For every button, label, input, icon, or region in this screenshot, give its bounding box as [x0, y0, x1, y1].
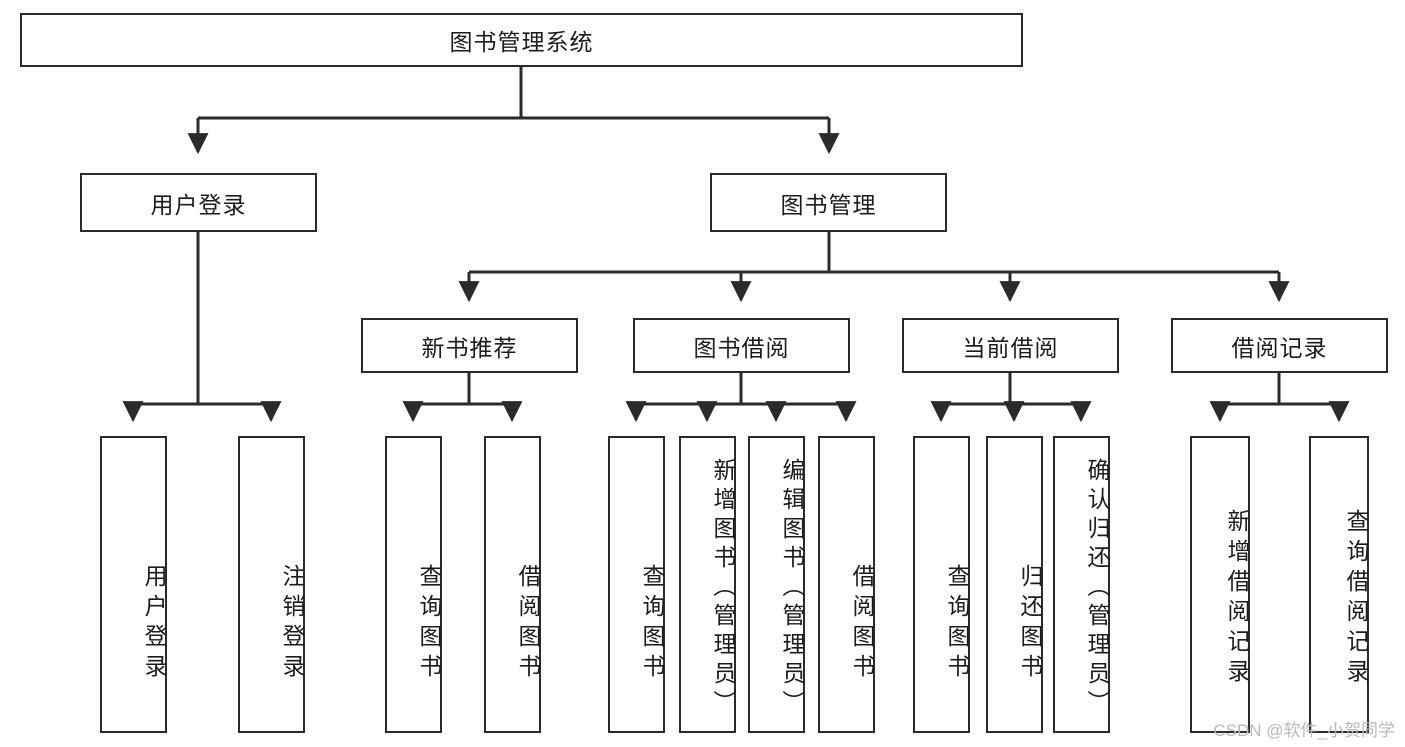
node-borrow-record[interactable]: 借阅记录	[1171, 318, 1388, 373]
leaf-confirm-return-label: 确认归还（管理员）	[1084, 458, 1110, 719]
leaf-query-book-1-label: 查询图书	[416, 563, 442, 684]
leaf-borrow-book-2-label: 借阅图书	[849, 563, 875, 684]
node-current-borrow-label: 当前借阅	[962, 334, 1059, 361]
leaf-query-record[interactable]: 查询借阅记录	[1309, 436, 1369, 733]
leaf-query-book-2-label: 查询图书	[639, 563, 665, 684]
node-borrow-record-label: 借阅记录	[1231, 334, 1328, 361]
leaf-edit-book-label: 编辑图书（管理员）	[779, 458, 805, 719]
leaf-query-book-3[interactable]: 查询图书	[913, 436, 970, 733]
node-book-manage-label: 图书管理	[780, 191, 877, 218]
node-root-label: 图书管理系统	[449, 29, 594, 55]
node-user-login-label: 用户登录	[150, 191, 247, 218]
node-user-login[interactable]: 用户登录	[80, 173, 317, 232]
leaf-borrow-book-1[interactable]: 借阅图书	[484, 436, 541, 733]
leaf-add-record-label: 新增借阅记录	[1224, 508, 1250, 689]
leaf-borrow-book-2[interactable]: 借阅图书	[818, 436, 875, 733]
node-book-borrow-label: 图书借阅	[693, 334, 790, 361]
leaf-add-book[interactable]: 新增图书（管理员）	[679, 436, 736, 733]
leaf-user-login-label: 用户登录	[141, 563, 167, 684]
leaf-query-book-2[interactable]: 查询图书	[608, 436, 665, 733]
node-root[interactable]: 图书管理系统	[20, 13, 1023, 67]
leaf-add-book-label: 新增图书（管理员）	[710, 458, 736, 719]
leaf-return-book[interactable]: 归还图书	[986, 436, 1043, 733]
leaf-user-login[interactable]: 用户登录	[100, 436, 167, 733]
node-new-book-recommend[interactable]: 新书推荐	[361, 318, 578, 373]
leaf-borrow-book-1-label: 借阅图书	[515, 563, 541, 684]
leaf-query-record-label: 查询借阅记录	[1343, 508, 1369, 689]
leaf-confirm-return[interactable]: 确认归还（管理员）	[1053, 436, 1110, 733]
node-new-book-recommend-label: 新书推荐	[421, 334, 518, 361]
node-current-borrow[interactable]: 当前借阅	[902, 318, 1119, 373]
leaf-add-record[interactable]: 新增借阅记录	[1190, 436, 1250, 733]
node-book-manage[interactable]: 图书管理	[710, 173, 947, 232]
leaf-return-book-label: 归还图书	[1017, 563, 1043, 684]
node-book-borrow[interactable]: 图书借阅	[633, 318, 850, 373]
leaf-edit-book[interactable]: 编辑图书（管理员）	[748, 436, 805, 733]
leaf-query-book-3-label: 查询图书	[944, 563, 970, 684]
watermark: CSDN @软件_小贺同学	[1213, 721, 1395, 740]
leaf-query-book-1[interactable]: 查询图书	[385, 436, 442, 733]
leaf-logout-label: 注销登录	[279, 563, 305, 684]
leaf-logout[interactable]: 注销登录	[238, 436, 305, 733]
